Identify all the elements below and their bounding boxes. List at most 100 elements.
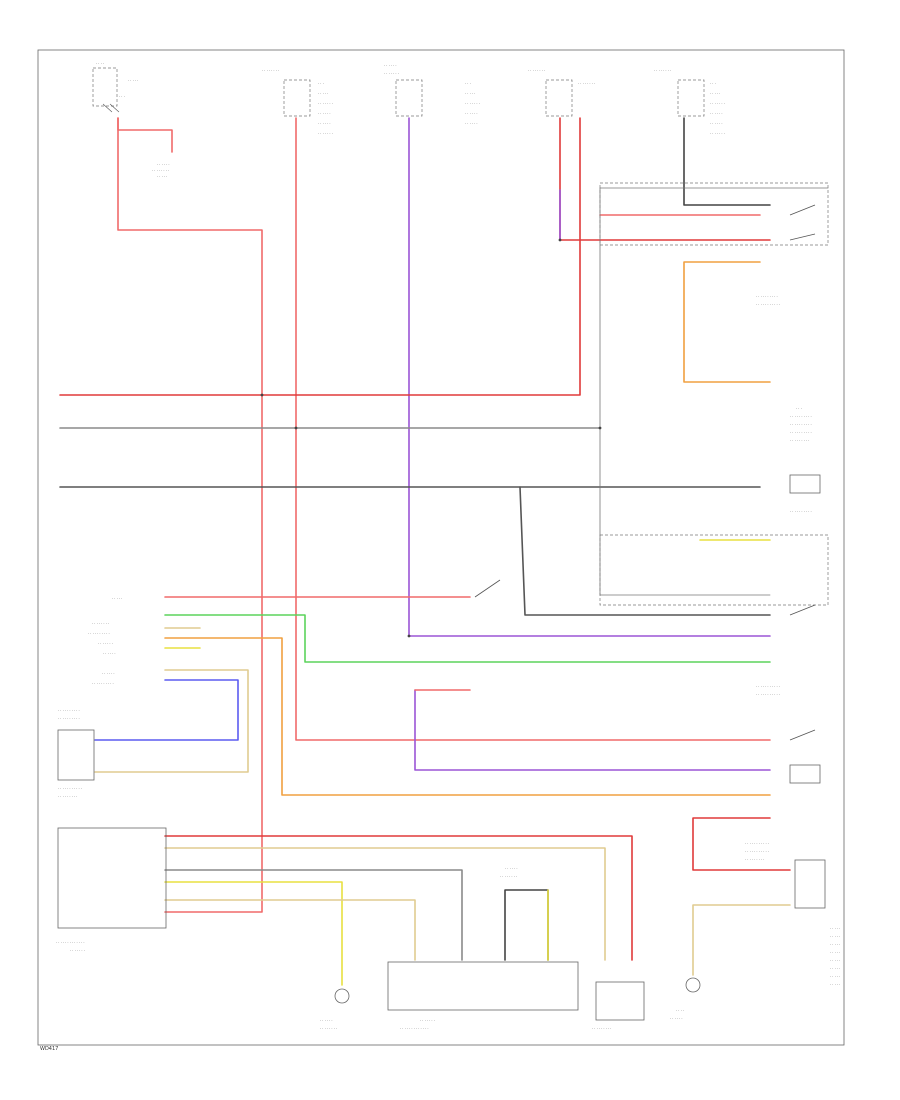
svg-text:· · · · ·: · · · · · <box>128 79 138 83</box>
wire-red-4 <box>559 117 771 241</box>
svg-text:· · · · · · · · · · · · ·: · · · · · · · · · · · · · <box>56 941 85 945</box>
svg-text:· · · · · ·: · · · · · · <box>670 1017 683 1021</box>
svg-text:· · · · · · · ·: · · · · · · · · <box>500 875 517 879</box>
svg-text:· · · · ·: · · · · · <box>157 175 167 179</box>
relay-switches <box>474 204 826 909</box>
svg-text:· · · · ·: · · · · · <box>830 983 840 987</box>
relay-box-top <box>599 182 829 246</box>
wire-tan-2 <box>94 669 249 773</box>
svg-text:· · · · · · · · · · ·: · · · · · · · · · · · <box>745 842 769 846</box>
wire-black-5 <box>599 187 771 596</box>
power-dist-label: · · · · · · <box>157 163 170 167</box>
wire-blue-1 <box>94 679 239 741</box>
control-unit-lower: · · · · · · · · · · · · · · · · · · · · <box>56 827 167 953</box>
svg-text:· · · · · · · ·: · · · · · · · · <box>654 69 671 73</box>
wire-violet-3 <box>414 689 771 771</box>
svg-text:· · · · · · · · · ·: · · · · · · · · · · <box>756 295 778 299</box>
svg-text:· · · · · ·: · · · · · · <box>320 1019 333 1023</box>
wire-red-2 <box>117 117 263 913</box>
svg-text:· · · · · · · · · ·: · · · · · · · · · · <box>58 709 80 713</box>
svg-text:· · · · · · · · · ·: · · · · · · · · · · <box>92 682 114 686</box>
svg-text:· · · ·: · · · · <box>96 62 104 66</box>
right-labels: · · · · · · · · · · · · · · · · · · · · … <box>745 295 840 987</box>
svg-text:· · · · · · ·: · · · · · · · <box>70 949 85 953</box>
svg-text:· · · · · · · · · · ·: · · · · · · · · · · · <box>756 693 780 697</box>
svg-text:· · ·: · · · <box>119 95 125 99</box>
wire-tan-4 <box>164 899 416 961</box>
svg-text:· · · · · ·: · · · · · · <box>465 112 478 116</box>
svg-text:· · · · ·: · · · · · <box>710 92 720 96</box>
fuse-block-3: · · · · · · · · · · · · · · · · · · · · … <box>384 64 480 126</box>
svg-text:· · · · · · · ·: · · · · · · · · <box>320 1027 337 1031</box>
svg-text:· · · · ·: · · · · · <box>830 943 840 947</box>
svg-text:· · · · ·: · · · · · <box>465 92 475 96</box>
svg-text:· · ·: · · · <box>710 82 716 86</box>
svg-text:· · ·: · · · <box>796 407 802 411</box>
wire-orange-1 <box>683 261 771 383</box>
svg-text:· · · · · · · · · ·: · · · · · · · · · · <box>790 431 812 435</box>
svg-text:· · · · · · ·: · · · · · · · <box>710 102 725 106</box>
wire-gray-2 <box>164 869 463 961</box>
svg-text:· · · · · · · · · · · · ·: · · · · · · · · · · · · · <box>400 1027 429 1031</box>
svg-text:· · · · ·: · · · · · <box>830 927 840 931</box>
svg-text:· · · · · · ·: · · · · · · · <box>710 132 725 136</box>
svg-text:· · · · · · · · · ·: · · · · · · · · · · <box>790 423 812 427</box>
svg-text:· · · · · · ·: · · · · · · · <box>98 642 113 646</box>
svg-text:· · · · · · · · ·: · · · · · · · · · <box>58 795 77 799</box>
svg-text:· · · · · · ·: · · · · · · · <box>384 72 399 76</box>
svg-text:· · · · · · ·: · · · · · · · <box>318 102 333 106</box>
svg-text:· · · · · · · · ·: · · · · · · · · · <box>592 1027 611 1031</box>
svg-text:· · · · · ·: · · · · · · <box>465 122 478 126</box>
svg-text:· · · · · · · · · · ·: · · · · · · · · · · · <box>756 303 780 307</box>
junction-dots <box>260 238 602 638</box>
svg-text:· · · · · · · · · ·: · · · · · · · · · · <box>790 510 812 514</box>
fuse-block-5: · · · · · · · · · · · · · · · · · · · · … <box>654 69 725 136</box>
svg-text:· · · · ·: · · · · · <box>318 92 328 96</box>
svg-text:· · · · · ·: · · · · · · <box>103 652 116 656</box>
svg-text:· · · · · · ·: · · · · · · · <box>420 1019 435 1023</box>
relay-box-mid <box>599 534 829 606</box>
svg-text:· · · · · · · ·: · · · · · · · · <box>262 69 279 73</box>
svg-text:· · · · ·: · · · · · <box>112 597 122 601</box>
wire-tan-3 <box>164 847 606 961</box>
svg-text:· · · · ·: · · · · · <box>830 959 840 963</box>
svg-text:· · · · · · · · · · ·: · · · · · · · · · · · <box>745 850 769 854</box>
wire-tan-5 <box>692 904 791 976</box>
control-unit-upper: · · · · · · · · · · · · · · · · · · · · … <box>57 597 122 799</box>
svg-text:· · · · · · · · ·: · · · · · · · · · <box>745 858 764 862</box>
svg-text:· · · · · · · ·: · · · · · · · · <box>578 82 595 86</box>
wire-violet-1 <box>408 117 771 637</box>
svg-text:· · · · · · · ·: · · · · · · · · <box>92 622 109 626</box>
wire-red-10 <box>692 817 791 871</box>
svg-text:· · · · · · ·: · · · · · · · <box>318 132 333 136</box>
svg-text:· · · · · · ·: · · · · · · · <box>465 102 480 106</box>
wire-red-3 <box>295 117 771 741</box>
svg-text:· · ·: · · · <box>465 82 471 86</box>
page-code: WD417 <box>40 1046 58 1052</box>
svg-text:· · · ·: · · · · <box>676 1009 684 1013</box>
wire-green-1 <box>164 614 771 663</box>
svg-text:· · · · · · · · · ·: · · · · · · · · · · <box>790 415 812 419</box>
svg-text:· · · · · ·: · · · · · · <box>710 112 723 116</box>
fuse-block-1: · · · · · · · · · · · · <box>92 62 138 113</box>
svg-text:· · ·: · · · <box>318 82 324 86</box>
svg-text:· · · · · ·: · · · · · · <box>505 867 518 871</box>
svg-text:· · · · · · · · · ·: · · · · · · · · · · <box>88 632 110 636</box>
fuse-block-4: · · · · · · · · · · · · · · · · <box>528 69 595 117</box>
diagram-frame <box>37 49 845 1046</box>
svg-text:· · · · · · · · · · ·: · · · · · · · · · · · <box>756 685 780 689</box>
wire-red-1 <box>117 117 173 153</box>
wire-black-6 <box>504 889 549 961</box>
svg-text:· · · · · · · ·: · · · · · · · · <box>152 169 169 173</box>
svg-text:· · · · ·: · · · · · <box>830 951 840 955</box>
wire-red-9 <box>164 835 633 961</box>
svg-text:· · · · · ·: · · · · · · <box>318 112 331 116</box>
svg-text:· · · · · ·: · · · · · · <box>318 122 331 126</box>
svg-text:· · · · · · · ·: · · · · · · · · <box>528 69 545 73</box>
wire-black-1 <box>683 117 771 206</box>
wire-red-5 <box>59 117 581 396</box>
svg-text:· · · · · · · · ·: · · · · · · · · · <box>790 439 809 443</box>
svg-text:· · · · · ·: · · · · · · <box>384 64 397 68</box>
svg-text:· · · · ·: · · · · · <box>830 975 840 979</box>
